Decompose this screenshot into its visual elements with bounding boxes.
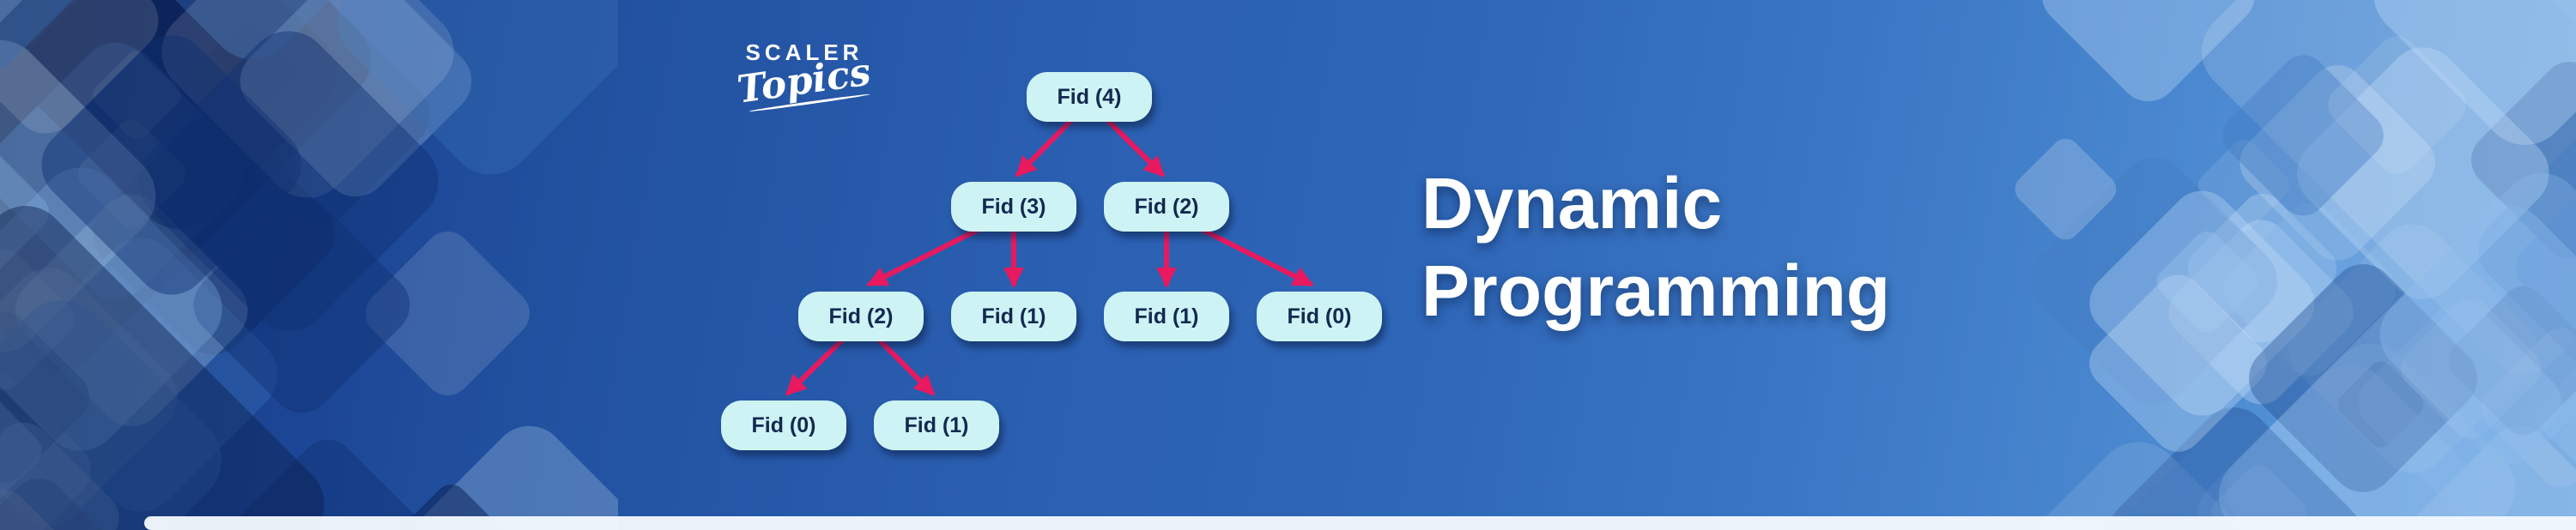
tree-node-n1a: Fid (1): [951, 292, 1076, 341]
tree-node-n0a: Fid (0): [1257, 292, 1382, 341]
tree-node-n2l: Fid (2): [798, 292, 924, 341]
tree-node-n4: Fid (4): [1027, 72, 1152, 122]
tree-node-n3: Fid (3): [951, 182, 1076, 232]
tree-node-n0b: Fid (0): [721, 401, 846, 450]
tree-node-n1b: Fid (1): [1104, 292, 1229, 341]
bottom-strip: [144, 516, 2576, 530]
tree-node-n1c: Fid (1): [874, 401, 999, 450]
title-line-2: Programming: [1421, 250, 1891, 332]
tree-node-n2r: Fid (2): [1104, 182, 1229, 232]
brand-logo: SCALER Topics: [731, 39, 877, 112]
title-line-1: Dynamic: [1421, 163, 1723, 244]
